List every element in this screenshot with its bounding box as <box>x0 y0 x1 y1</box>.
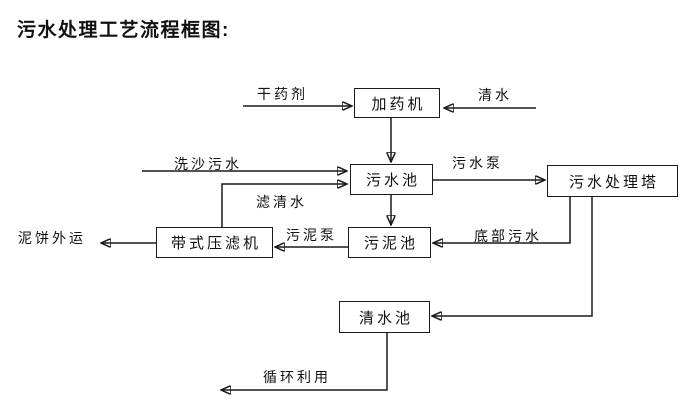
node-belt-filter-press: 带式压滤机 <box>156 227 273 258</box>
node-treatment-tower: 污水处理塔 <box>547 165 678 197</box>
flow-label-sludge-pump: 污泥泵 <box>286 227 337 243</box>
flow-label-sand-washing-sewage: 洗沙污水 <box>174 156 242 172</box>
node-clean-water-pool: 清水池 <box>339 301 430 333</box>
arrow-bottom-sewage-to-sludge-pool <box>434 197 571 243</box>
flow-label-mud-cake-out: 泥饼外运 <box>18 230 86 246</box>
flow-label-sewage-pump: 污水泵 <box>452 155 503 171</box>
node-sludge-pool: 污泥池 <box>348 227 431 258</box>
diagram-title: 污水处理工艺流程框图: <box>17 20 230 41</box>
flow-label-dry-agent: 干药剂 <box>257 86 308 102</box>
flow-label-filtered-water: 滤清水 <box>256 194 307 210</box>
flow-label-clean-water: 清水 <box>478 87 512 103</box>
arrow-clean-water-pool-to-recycle <box>222 333 388 390</box>
node-dosing-machine: 加药机 <box>354 88 440 118</box>
flow-label-bottom-sewage: 底部污水 <box>474 228 542 244</box>
arrow-treatment-tower-to-clean-water-pool <box>433 197 593 316</box>
node-sewage-pool: 污水池 <box>350 164 433 195</box>
arrow-filtered-water-to-sewage-pool <box>221 184 346 227</box>
flow-label-recycle-use: 循环利用 <box>263 369 331 385</box>
